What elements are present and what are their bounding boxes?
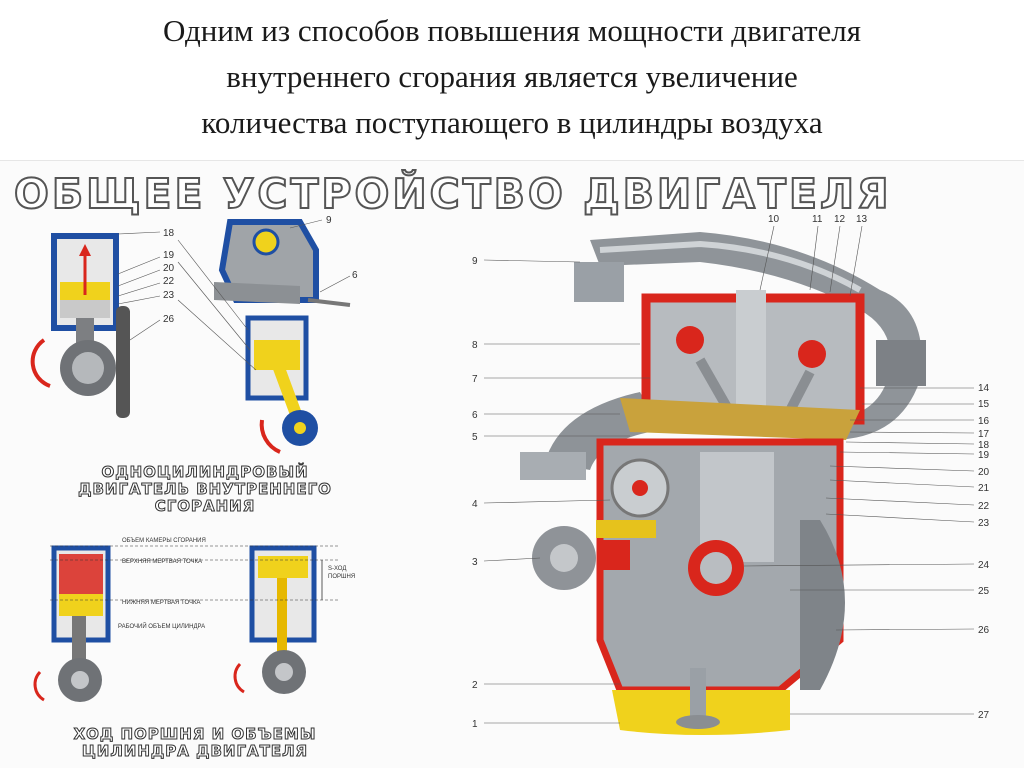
label-chamber-volume: ОБЪЕМ КАМЕРЫ СГОРАНИЯ: [122, 538, 206, 544]
single-labels: 18 19 20 22 23 26 9 6: [117, 215, 358, 371]
caption-single-line-1: ОДНОЦИЛИНДРОВЫЙ: [101, 463, 309, 481]
main-label-26: 26: [978, 625, 990, 636]
caption-single-cylinder: ОДНОЦИЛИНДРОВЫЙ ДВИГАТЕЛЬ ВНУТРЕННЕГО СГ…: [40, 463, 370, 515]
main-label-22: 22: [978, 501, 990, 512]
main-label-15: 15: [978, 399, 990, 410]
label-6: 6: [352, 270, 358, 281]
label-stroke-b: ПОРШНЯ: [328, 574, 355, 580]
main-label-4: 4: [472, 499, 478, 510]
heading-line-1: Одним из способов повышения мощности дви…: [163, 13, 861, 48]
label-19: 19: [163, 250, 175, 261]
main-label-1: 1: [472, 719, 478, 730]
caption-stroke-line-1: ХОД ПОРШНЯ И ОБЪЕМЫ: [73, 725, 317, 743]
main-label-24: 24: [978, 560, 990, 571]
main-top-callouts: 10 11 12 13: [759, 214, 868, 297]
caption-stroke-line-2: ЦИЛИНДРА ДВИГАТЕЛЯ: [81, 742, 309, 760]
main-label-2: 2: [472, 680, 478, 691]
main-label-13: 13: [856, 214, 868, 225]
label-bdc: НИЖНЯЯ МЕРТВАЯ ТОЧКА: [122, 600, 200, 606]
main-label-23: 23: [978, 518, 990, 529]
caption-single-line-2: ДВИГАТЕЛЬ ВНУТРЕННЕГО: [78, 480, 332, 498]
main-label-3: 3: [472, 557, 478, 568]
main-label-17: 17: [978, 429, 990, 440]
main-label-14: 14: [978, 383, 990, 394]
main-label-21: 21: [978, 483, 990, 494]
main-label-8: 8: [472, 340, 478, 351]
main-label-25: 25: [978, 586, 990, 597]
main-label-10: 10: [768, 214, 780, 225]
label-stroke-a: S-ХОД: [328, 566, 346, 572]
label-22: 22: [163, 276, 175, 287]
label-9: 9: [326, 215, 332, 226]
heading-line-2: внутреннего сгорания является увеличение: [226, 59, 798, 94]
single-cylinder-head: [214, 219, 351, 454]
main-label-7: 7: [472, 374, 478, 385]
main-label-16: 16: [978, 416, 990, 427]
slide-heading: Одним из способов повышения мощности дви…: [0, 8, 1024, 146]
main-label-27: 27: [978, 710, 990, 721]
label-working-volume: РАБОЧИЙ ОБЪЕМ ЦИЛИНДРА: [118, 622, 205, 630]
main-label-19: 19: [978, 450, 990, 461]
main-label-11: 11: [812, 214, 823, 225]
poster-title: ОБЩЕЕ УСТРОЙСТВО ДВИГАТЕЛЯ: [13, 169, 892, 219]
single-cylinder-engine: [30, 233, 130, 418]
label-20: 20: [163, 263, 175, 274]
caption-single-line-3: СГОРАНИЯ: [154, 497, 256, 515]
main-right-callouts: 14 15 16 17 18 19 20 21 22 23 24 25 26 2…: [743, 383, 990, 721]
label-tdc: ВЕРХНЯЯ МЕРТВАЯ ТОЧКА: [122, 559, 202, 565]
label-18: 18: [163, 228, 175, 239]
caption-stroke: ХОД ПОРШНЯ И ОБЪЕМЫ ЦИЛИНДРА ДВИГАТЕЛЯ: [30, 725, 360, 760]
main-left-callouts: 9 8 7 6 5 4 3 2 1: [472, 256, 650, 730]
main-engine-cutaway: [520, 232, 926, 735]
main-label-18: 18: [978, 440, 990, 451]
label-26: 26: [163, 314, 175, 325]
main-label-9: 9: [472, 256, 478, 267]
main-label-12: 12: [834, 214, 846, 225]
main-label-6: 6: [472, 410, 478, 421]
main-label-20: 20: [978, 467, 990, 478]
engine-poster: [0, 160, 1024, 768]
heading-line-3: количества поступающего в цилиндры возду…: [201, 105, 823, 140]
main-label-5: 5: [472, 432, 478, 443]
label-23: 23: [163, 290, 175, 301]
stroke-diagram: ОБЪЕМ КАМЕРЫ СГОРАНИЯ ВЕРХНЯЯ МЕРТВАЯ ТО…: [33, 538, 355, 702]
